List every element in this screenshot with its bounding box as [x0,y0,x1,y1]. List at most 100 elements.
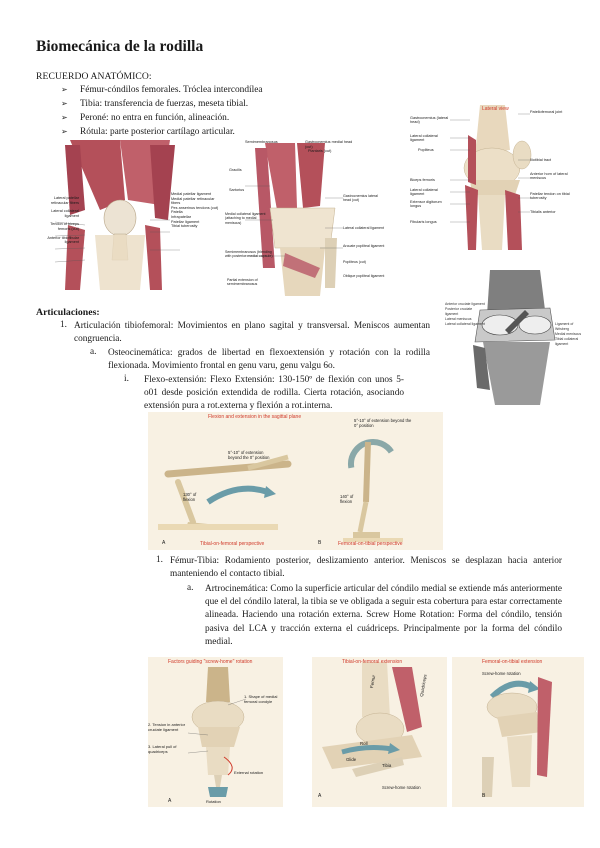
figure-femoral-tibial-extension: Femoral-on-tibial extension Screw-home r… [452,657,584,807]
list-item-text: Articulación tibiofemoral: Movimientos e… [74,321,430,345]
label: Arcuate popliteal ligament [343,244,385,248]
label: Pes anserinus tendons (cut) [171,205,219,210]
bullet-item: ➢ Rótula: parte posterior cartílago artic… [61,127,235,137]
label: Infrapatellar [171,214,192,219]
flexion-extension-illustration [158,439,403,542]
page-title: Biomecánica de la rodilla [36,38,204,55]
panel-label: B [318,540,322,546]
recuerdo-heading: RECUERDO ANATÓMICO: [36,71,152,82]
label: Plantaris (cut) [308,149,332,153]
list-item-text: Fémur-Tibia: Rodamiento posterior, desli… [170,556,562,580]
tibial-femoral-extension-illustration [322,662,422,777]
label: External rotation [234,770,264,775]
label: Medial collateral ligament (attaching to… [225,212,266,225]
label: Lateral patellar retinacular fibers [50,196,79,205]
arrow-bullet-icon: ➢ [61,127,68,136]
bullet-item: ➢ Peroné: no entra en función, alineación… [61,113,230,123]
label: Patellofemoral joint [530,110,563,114]
label: Gastrocnemius lateral head (cut) [343,194,378,203]
label: Semimembranosus (blending with posterior… [225,250,273,259]
label: Posterior cruciate ligament [445,307,473,316]
label: Lateral collateral ligament [410,188,438,197]
label: Tibia [382,763,392,768]
bullet-item: ➢ Fémur-cóndilos femorales. Tróclea inter… [61,85,263,95]
screw-home-factors-illustration [187,667,247,797]
label: Lateral collateral ligament [445,322,485,326]
label: Medial meniscus [555,332,582,336]
label: 3. Lateral pull of quadriceps [148,744,177,754]
label: Lateral collateral ligament [410,134,438,143]
panel-label: A [162,540,166,546]
label: Oblique popliteal ligament [343,274,385,278]
bullet-text: Fémur-cóndilos femorales. Tróclea interc… [80,85,263,95]
label: Anterior cruciate ligament [445,302,485,306]
label: Sartorius [229,188,245,192]
femoral-tibial-extension-illustration [482,677,552,797]
knee-anterior-illustration [54,140,180,290]
list-number: i. [124,374,129,384]
label: Medial patellar ligament [171,192,212,196]
label: 5°-10° of extension beyond the 0° positi… [228,450,270,460]
label: Iliotibial tract [530,158,552,162]
label: Gastrocnemius (lateral head) [410,116,449,125]
label: Lateral collateral ligament [51,209,79,218]
figure-screw-home-factors: Factors guiding "screw-home" rotation 1.… [148,657,283,807]
panel-label: A [318,793,322,799]
bullet-text: Peroné: no entra en función, alineación. [80,113,230,123]
label: Gracilis [229,168,242,172]
figure-knee-anterior: Lateral patellar retinacular fibers Late… [40,140,220,290]
label: 2. Tension in anterior cruciate ligament [148,722,186,732]
arrow-bullet-icon: ➢ [61,113,68,122]
label: Partial extension of semimembranosus [227,278,258,287]
label: Patellar ligament [171,219,200,224]
label: Roll [360,741,368,746]
knee-posterior-illustration [245,143,343,296]
arrow-bullet-icon: ➢ [61,99,68,108]
list-number: a. [187,583,194,593]
label: Tendon of biceps femoris (cut) [50,222,79,231]
label: Gastrocnemius medial head (cut) [305,140,353,149]
label: Fibularis longus [410,220,437,224]
label: 1. Shape of medial femoral condyle [244,694,278,704]
label: Patellar tendon on tibial tuberosity [530,192,570,201]
label: Screw-home rotation [482,671,521,676]
label: Medial patellar retinacular fibers [171,196,215,206]
label: 140° of flexion [340,494,354,504]
label: Lateral collateral ligament [343,226,384,230]
label: Tibial tuberosity [171,224,198,229]
label: Popliteus [418,148,434,152]
list-number: a. [90,347,97,357]
label: Popliteus (cut) [343,260,366,264]
knee-lateral-illustration [450,105,532,250]
figure-knee-ligaments: Anterior cruciate ligament Posterior cru… [445,270,585,405]
bullet-item: ➢Tibia: transferencia de fuerzas, meseta… [61,99,248,109]
figure-knee-posterior: Semimembranosus Gastrocnemius medial hea… [225,138,385,296]
list-number: 1. [60,320,67,330]
figure-header: Flexion and extension in the sagittal pl… [208,414,302,420]
label: Screw-home rotation [382,785,421,790]
label: 130° of flexion [183,492,197,502]
section-heading: Articulaciones: [36,307,100,318]
figure-header: Factors guiding "screw-home" rotation [168,659,253,665]
label: 5°-10° of extension beyond the 0° positi… [354,418,412,428]
figure-header: Femoral-on-tibial extension [482,659,543,665]
label: Anterior horn of lateral meniscus [530,172,568,181]
label: Glide [346,757,357,762]
knee-ligaments-illustration [445,270,585,405]
label: Biceps femoris [410,178,435,182]
label: Patella [171,210,183,215]
label: Rotation [206,799,221,804]
figure-flexion-extension: Flexion and extension in the sagittal pl… [148,412,443,550]
bullet-text: Rótula: parte posterior cartílago articu… [80,127,235,137]
label: Tibialis anterior [530,210,556,214]
figure-tibial-femoral-extension: Tibial-on-femoral extension Femur Quadri… [312,657,447,807]
figure-header: Tibial-on-femoral extension [342,659,403,665]
list-number: 1. [156,555,163,565]
list-item-text: Artrocinemática: Como la superficie arti… [205,584,562,647]
panel-label: B [482,793,486,799]
figure-caption: Lateral view [482,106,509,112]
figure-knee-lateral: Lateral view Gastrocnemius (lateral head… [410,100,570,260]
label: Ligament of Wrisberg [555,322,574,331]
arrow-bullet-icon: ➢ [61,85,68,94]
figure-caption: Femoral-on-tibial perspective [338,541,403,547]
